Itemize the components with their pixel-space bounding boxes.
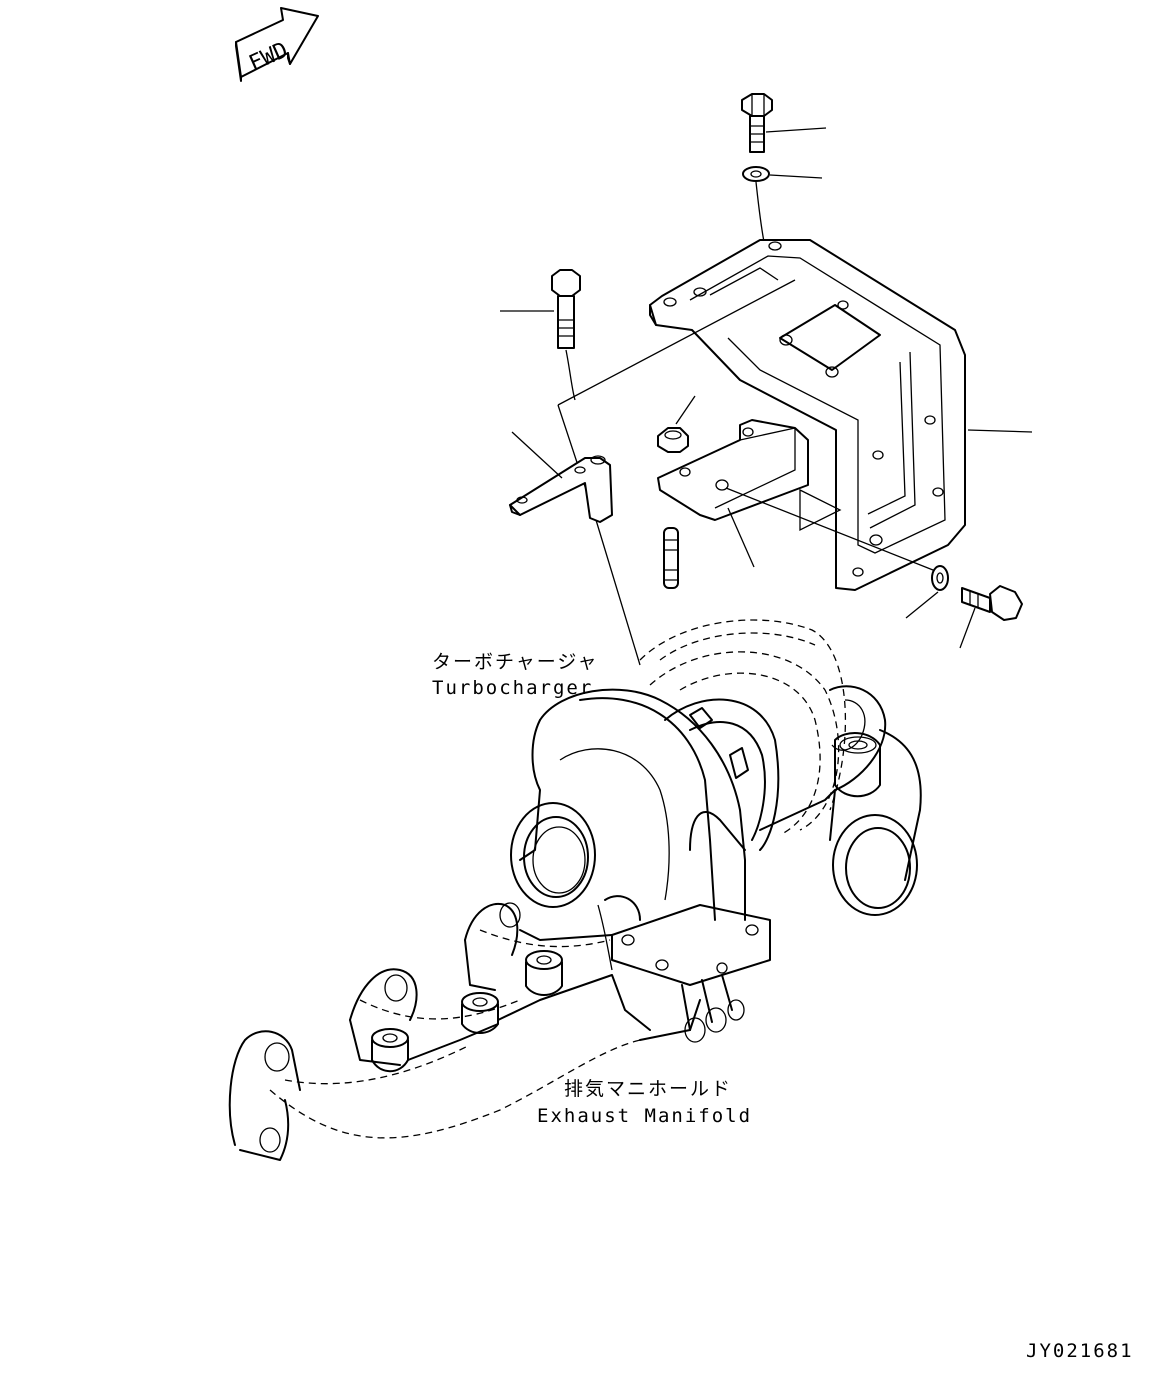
turbocharger — [510, 619, 922, 1043]
right-bolt — [961, 585, 1023, 621]
turbocharger-label-en: Turbocharger — [432, 677, 593, 699]
leader-lever-bracket — [511, 431, 563, 479]
sub-bracket — [657, 419, 809, 521]
leader-top-bolt — [765, 127, 827, 133]
turbocharger-label-jp: ターボチャージャ — [432, 651, 598, 673]
leader-top-washer — [769, 174, 823, 179]
nut — [657, 427, 689, 453]
leader-right-bolt — [959, 607, 976, 649]
top-washer — [742, 166, 770, 182]
leader-main-bracket — [967, 429, 1033, 433]
exhaust-manifold-label-jp: 排気マニホールド — [564, 1078, 732, 1100]
top-bolt — [741, 93, 773, 153]
left-bolt — [551, 269, 581, 349]
fwd-arrow-icon: FWD — [235, 7, 319, 82]
stud — [663, 527, 679, 589]
leader-right-washer — [905, 591, 939, 619]
leader-sub-bracket — [727, 507, 755, 568]
exhaust-manifold-label-en: Exhaust Manifold — [537, 1105, 752, 1127]
right-washer — [931, 565, 949, 591]
leader-nut — [675, 395, 696, 425]
exhaust-manifold — [228, 902, 701, 1161]
lever-bracket — [509, 455, 613, 523]
main-bracket — [649, 239, 966, 591]
drawing-number: JY021681 — [1026, 1340, 1134, 1362]
